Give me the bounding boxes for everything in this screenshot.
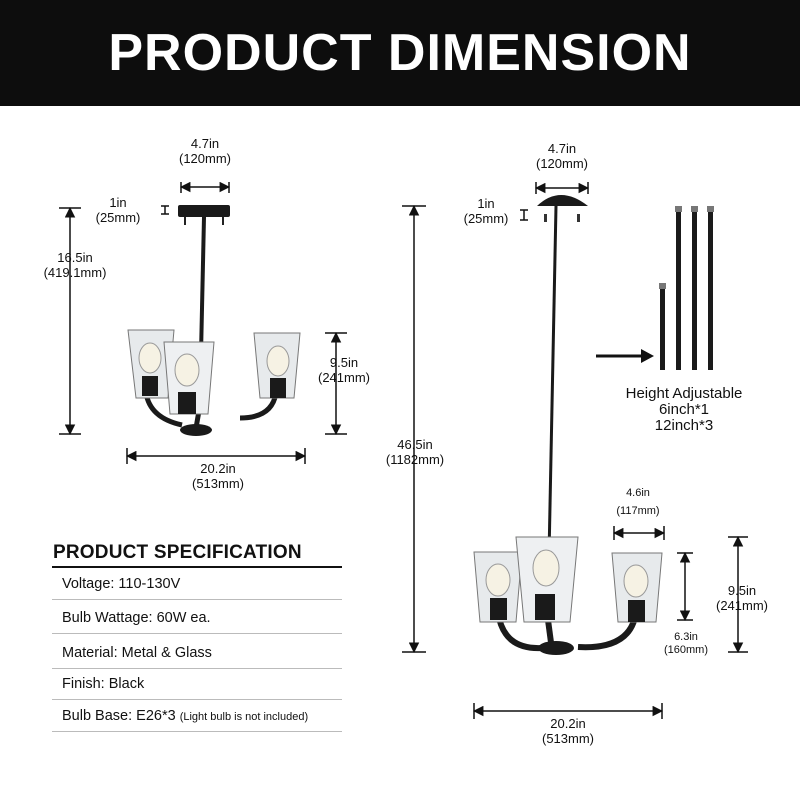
spec-row-finish: Finish: Black bbox=[52, 670, 342, 700]
spec-row-voltage: Voltage: 110-130V bbox=[52, 570, 342, 600]
left-total-height-label: 16.5in(419.1mm) bbox=[43, 250, 107, 280]
right-shade-height-label: 9.5in(241mm) bbox=[715, 583, 768, 613]
page-title: PRODUCT DIMENSION bbox=[108, 24, 692, 82]
spec-row-material: Material: Metal & Glass bbox=[52, 639, 342, 669]
right-arm-height-label: 6.3in(160mm) bbox=[663, 631, 708, 656]
left-fixture-drawing bbox=[127, 205, 301, 436]
spec-finish: Finish: Black bbox=[62, 676, 145, 692]
left-canopy-height-label: 1in(25mm) bbox=[95, 195, 141, 225]
left-overall-width-label: 20.2in(513mm) bbox=[191, 461, 244, 491]
right-dimension-lines bbox=[402, 182, 748, 719]
spec-voltage: Voltage: 110-130V bbox=[62, 576, 181, 592]
spec-row-bulb-base: Bulb Base: E26*3 (Light bulb is not incl… bbox=[52, 702, 342, 732]
right-shade-width-label: 4.6in(117mm) bbox=[616, 487, 660, 517]
spec-title-underline bbox=[52, 566, 342, 568]
spec-bulb-note: (Light bulb is not included) bbox=[179, 711, 309, 723]
rod-6inch-count: 6inch*1 bbox=[658, 401, 710, 418]
rod-12inch-count: 12inch*3 bbox=[654, 417, 714, 434]
header-banner: PRODUCT DIMENSION bbox=[0, 0, 800, 106]
spec-title: PRODUCT SPECIFICATION bbox=[53, 542, 302, 563]
right-top-width-label: 4.7in(120mm) bbox=[535, 141, 588, 171]
right-total-height-label: 46.5in(1182mm) bbox=[385, 437, 445, 467]
right-canopy-height-label: 1in(25mm) bbox=[463, 196, 509, 226]
extension-rods bbox=[659, 206, 714, 370]
spec-wattage: Bulb Wattage: 60W ea. bbox=[62, 610, 211, 626]
right-fixture-drawing bbox=[473, 195, 663, 655]
height-adjustable-title: Height Adjustable bbox=[625, 385, 743, 402]
spec-row-wattage: Bulb Wattage: 60W ea. bbox=[52, 604, 342, 634]
spec-bulb-base: Bulb Base: E26*3 bbox=[62, 708, 180, 724]
left-dimension-lines bbox=[59, 181, 347, 464]
left-shade-height-label: 9.5in(241mm) bbox=[317, 355, 370, 385]
height-adjustable-note: Height Adjustable 6inch*1 12inch*3 bbox=[604, 386, 764, 434]
right-overall-width-label: 20.2in(513mm) bbox=[541, 716, 594, 746]
spec-material: Material: Metal & Glass bbox=[62, 645, 212, 661]
left-top-width-label: 4.7in(120mm) bbox=[178, 136, 231, 166]
